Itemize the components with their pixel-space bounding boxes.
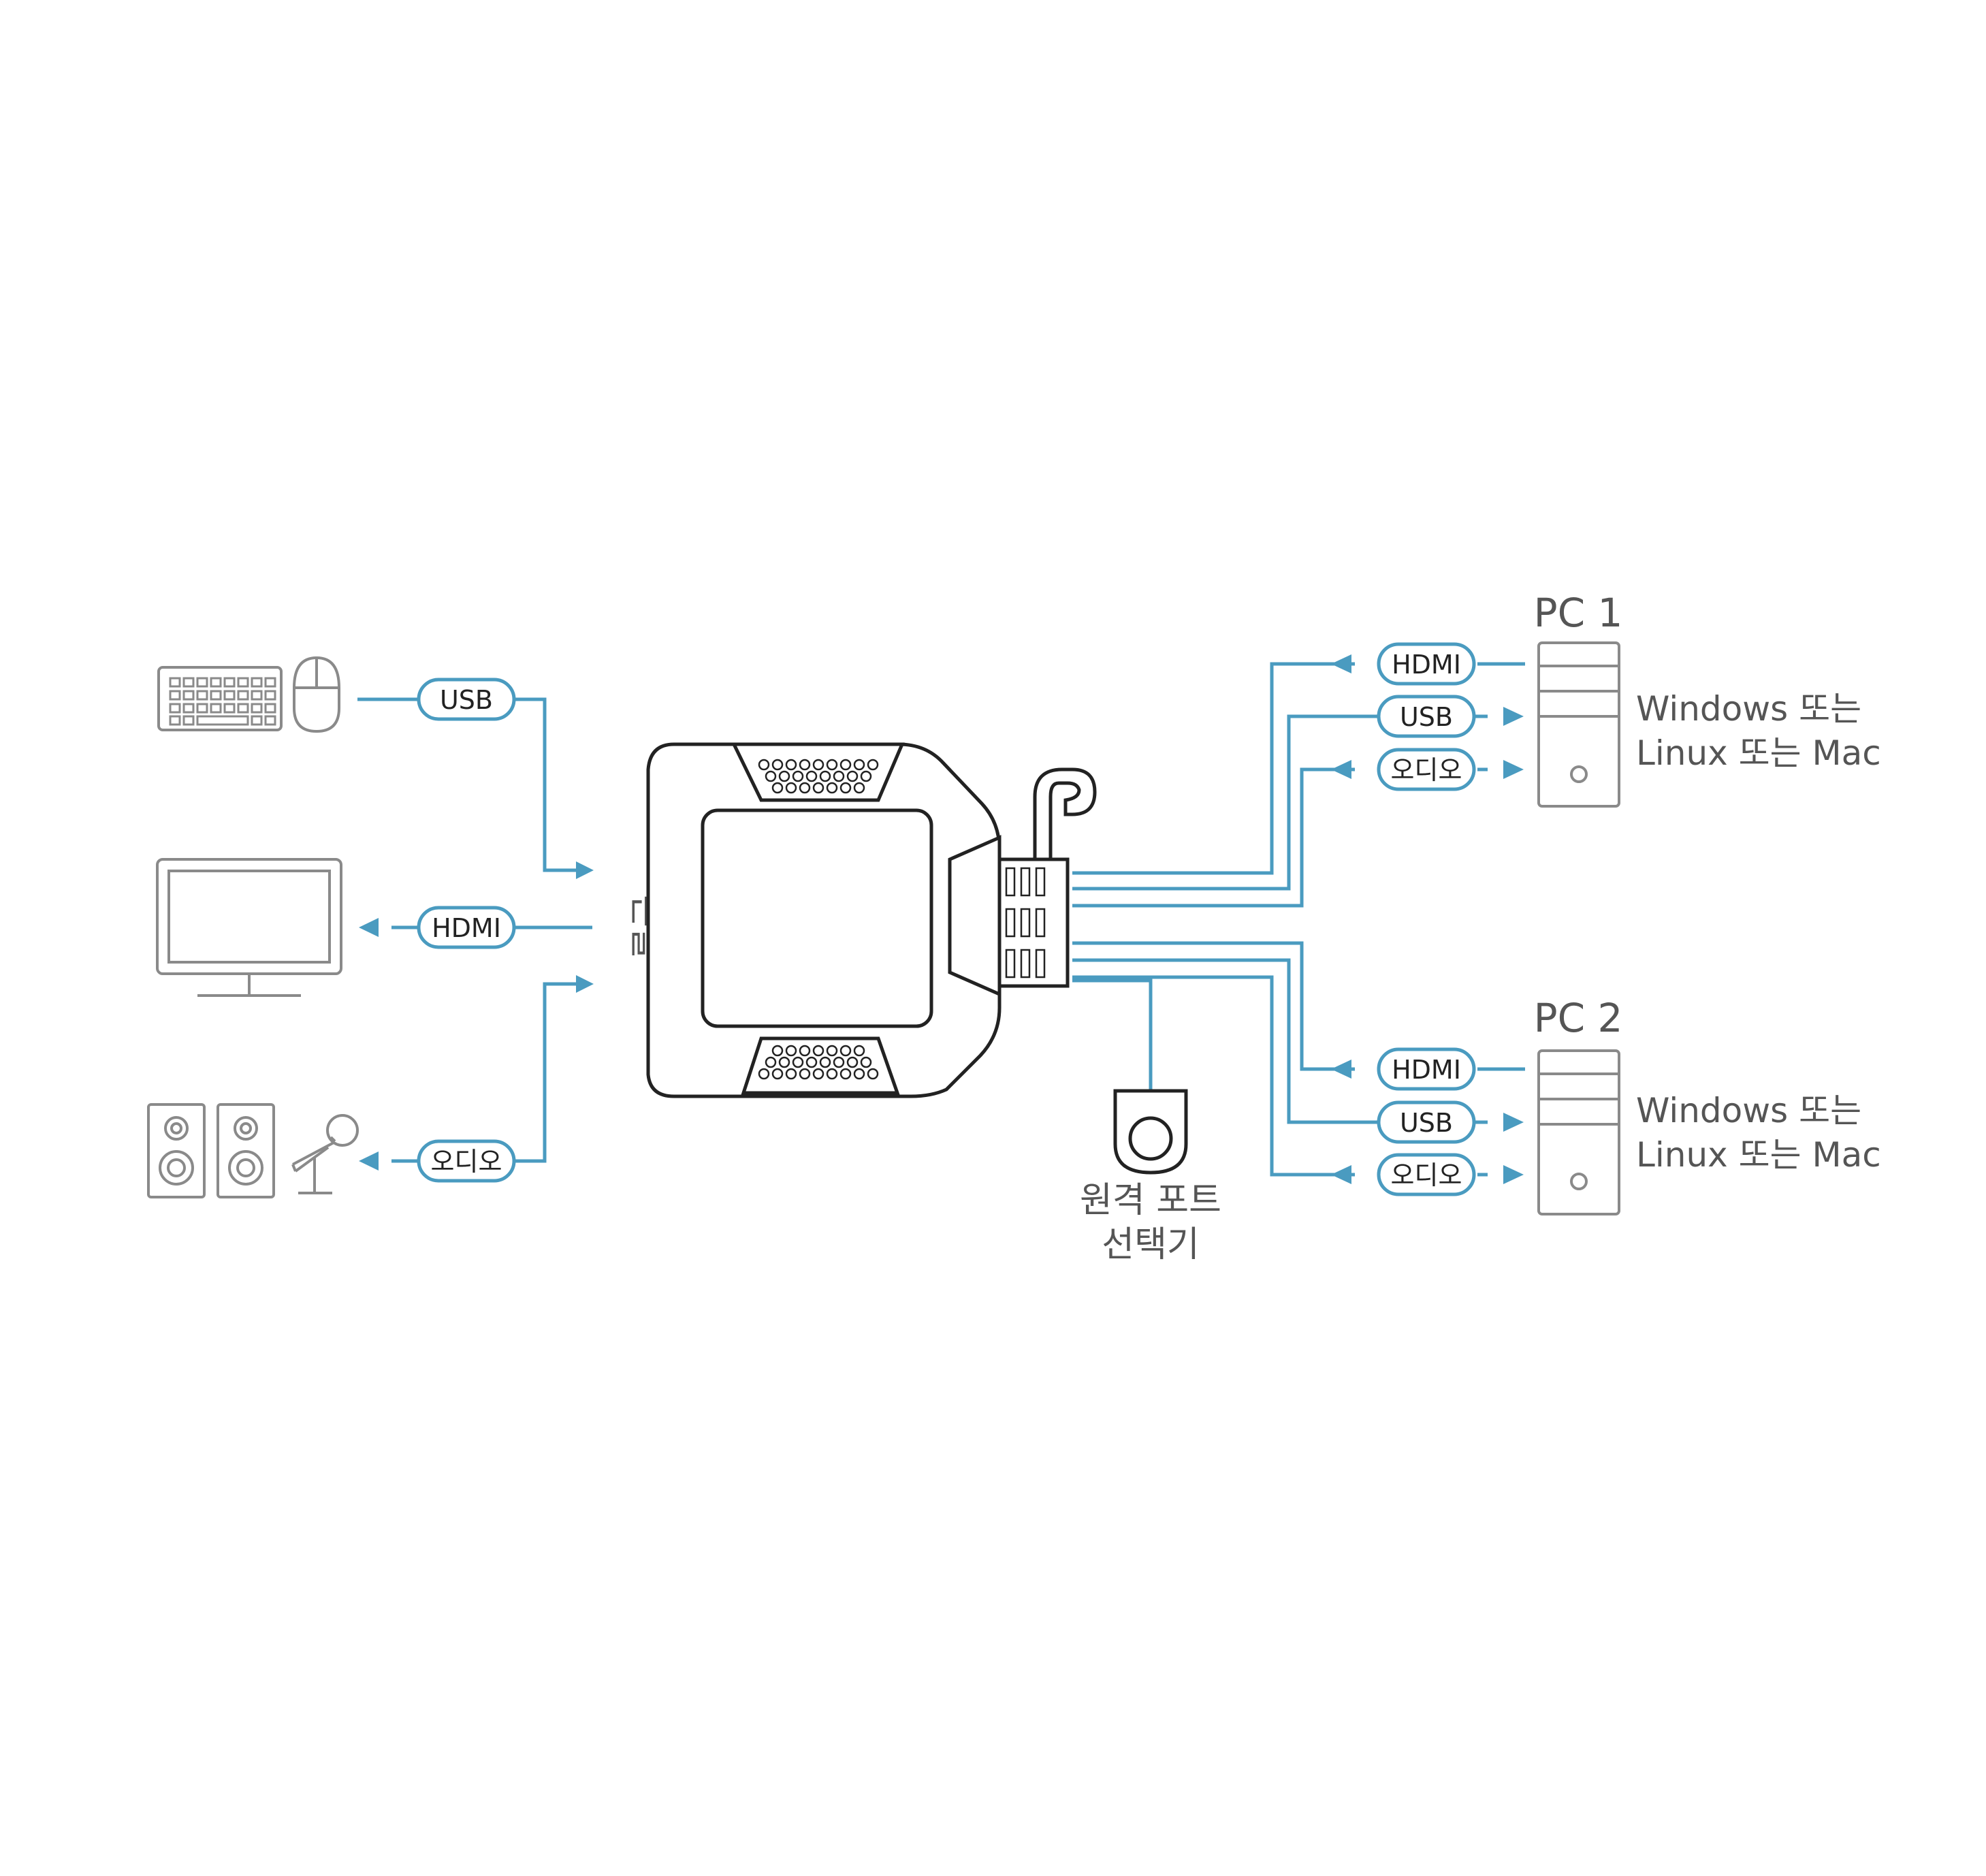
cable-pc2-audio xyxy=(1072,975,1355,1177)
arrow-audio-speakers xyxy=(359,1151,379,1171)
arrow-pc2-audio-in xyxy=(1331,1165,1351,1184)
arrow-pc1-audio-out xyxy=(1503,760,1524,779)
cable-bundle-connector xyxy=(997,857,1070,988)
cable-labels: USB HDMI 오디오 HDMI USB 오디오 HDMI USB xyxy=(417,642,1476,1196)
switch-side-panel xyxy=(948,835,1002,997)
pc2-title: PC 2 xyxy=(1534,995,1623,1041)
pill-pc2-hdmi: HDMI xyxy=(1377,1047,1476,1091)
arrow-pc1-hdmi xyxy=(1331,654,1351,673)
pill-pc2-usb: USB xyxy=(1377,1100,1476,1144)
monitor-icon xyxy=(156,858,342,997)
port-bottom-pins xyxy=(758,1045,879,1080)
arrow-hdmi-monitor xyxy=(359,918,379,937)
pill-audio-console: 오디오 xyxy=(417,1139,516,1183)
remote-selector-label-line1: 원격 포트 xyxy=(1080,1180,1221,1221)
arrow-pc2-audio-out xyxy=(1503,1165,1524,1184)
keyboard-keys xyxy=(169,677,276,726)
cable-hook xyxy=(1033,767,1097,861)
pill-usb-console: USB xyxy=(417,678,516,721)
cable-usb-console xyxy=(357,697,579,872)
arrow-pc2-hdmi xyxy=(1331,1060,1351,1079)
pill-usb-console-label: USB xyxy=(440,685,493,715)
pill-pc1-hdmi: HDMI xyxy=(1377,642,1476,686)
arrow-usb-console xyxy=(576,861,594,879)
kvm-switch-shape xyxy=(646,742,1002,1098)
arrow-pc1-audio-in xyxy=(1331,760,1351,779)
pill-pc1-hdmi-label: HDMI xyxy=(1392,650,1461,680)
switch-screen xyxy=(701,808,933,1028)
port-top-pins xyxy=(758,759,879,794)
pill-pc1-audio-label: 오디오 xyxy=(1391,755,1462,785)
remote-selector-label-line2: 선택기 xyxy=(1102,1224,1200,1265)
pill-pc2-audio: 오디오 xyxy=(1377,1153,1476,1196)
arrow-pc2-usb xyxy=(1503,1113,1524,1132)
pc2: PC 2 Windows 또는 Linux 또는 Mac xyxy=(1534,995,1881,1215)
pill-pc2-hdmi-label: HDMI xyxy=(1392,1055,1461,1085)
keyboard-mouse-icon xyxy=(157,656,340,733)
pc2-tower-icon xyxy=(1537,1049,1620,1215)
cable-pc1-usb xyxy=(1072,714,1488,891)
pill-pc1-audio: 오디오 xyxy=(1377,748,1476,791)
pill-hdmi-console-label: HDMI xyxy=(432,913,501,943)
speakers-icon xyxy=(147,1103,275,1198)
pill-pc1-usb-label: USB xyxy=(1400,702,1453,732)
pill-pc2-usb-label: USB xyxy=(1400,1108,1453,1138)
arrow-audio-console xyxy=(576,975,594,993)
pc1-title: PC 1 xyxy=(1534,590,1623,636)
pill-hdmi-console: HDMI xyxy=(417,906,516,949)
microphone-icon xyxy=(291,1114,359,1194)
pc2-os-line2: Linux 또는 Mac xyxy=(1636,1135,1881,1175)
cable-pc1-hdmi xyxy=(1072,662,1355,875)
pc2-os-line1: Windows 또는 xyxy=(1636,1091,1861,1130)
port-top xyxy=(731,742,905,802)
pill-pc1-usb: USB xyxy=(1377,695,1476,738)
mouse-icon xyxy=(293,656,340,733)
cable-audio-console xyxy=(391,982,579,1163)
cable-pc2-hdmi xyxy=(1072,941,1355,1071)
arrow-pc1-usb xyxy=(1503,707,1524,726)
arrowheads xyxy=(359,654,1524,1184)
pill-audio-console-label: 오디오 xyxy=(431,1147,502,1177)
cable-remote-selector xyxy=(1072,979,1153,1091)
pc1-tower-icon xyxy=(1537,641,1620,808)
pill-pc2-audio-label: 오디오 xyxy=(1391,1160,1462,1190)
cable-pc1-audio xyxy=(1072,767,1355,908)
pc1: PC 1 Windows 또는 Linux 또는 Mac xyxy=(1534,590,1881,808)
pc1-os-line2: Linux 또는 Mac xyxy=(1636,733,1881,773)
pc1-os-line1: Windows 또는 xyxy=(1636,689,1861,729)
remote-selector-icon xyxy=(1113,1089,1188,1175)
